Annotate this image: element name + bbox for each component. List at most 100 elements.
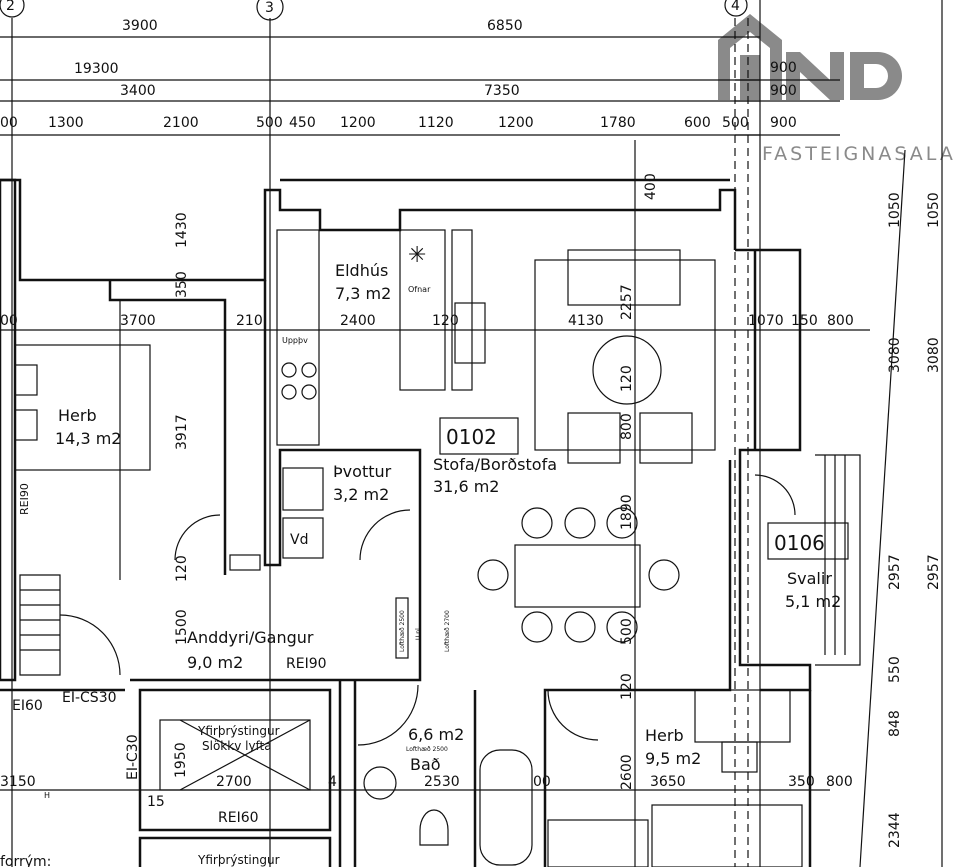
room-herb-14: Herb 14,3 m2 (55, 406, 121, 448)
plan-label: 4 (328, 774, 337, 790)
fan-icon: ✳ (408, 243, 426, 268)
plan-label: Herb (58, 406, 97, 425)
plan-label: Ofnar (408, 285, 431, 294)
room-thvottur: Þvottur 3,2 m2 (333, 462, 392, 504)
plan-label: 800 (827, 313, 854, 329)
plan-label: 6,6 m2 (408, 725, 464, 744)
plan-label: 00 (533, 774, 551, 790)
plan-label: 120 (619, 365, 635, 392)
plan-label: 00 (0, 115, 18, 131)
plan-label: REI60 (218, 810, 259, 826)
plan-label: 2530 (424, 774, 460, 790)
plan-label: Yfirþrýstingur (197, 853, 280, 867)
room-number-0102: 0102 (446, 425, 497, 449)
watermark-letters (786, 52, 844, 100)
plan-label: 14,3 m2 (55, 429, 121, 448)
plan-label: 500 (256, 115, 283, 131)
plan-label: 15 (147, 794, 165, 810)
plan-label: 2400 (340, 313, 376, 329)
plan-label: 450 (289, 115, 316, 131)
room-herb-9: Herb 9,5 m2 (645, 726, 701, 768)
plan-label: 150 (791, 313, 818, 329)
room-anddyri: Anddyri/Gangur 9,0 m2 (187, 628, 314, 672)
plan-label: 3917 (174, 414, 190, 450)
plan-label: 1430 (174, 212, 190, 248)
watermark-logo: FASTEIGNASALA (718, 14, 956, 165)
plan-label: 4130 (568, 313, 604, 329)
plan-label: 19300 (74, 61, 119, 77)
plan-label: 120 (174, 555, 190, 582)
plan-label: Lofthæð 2500 (406, 746, 448, 753)
plan-label: 3150 (0, 774, 36, 790)
plan-label: Uppþv (282, 336, 308, 345)
plan-label: 120 (619, 673, 635, 700)
plan-label: Svalir (787, 569, 832, 588)
plan-label: 3,2 m2 (333, 485, 389, 504)
plan-label: Bað (410, 755, 441, 774)
plan-label: 500 (619, 618, 635, 645)
plan-label: 3 (265, 0, 274, 16)
grid-marker-3: 3 (256, 0, 284, 21)
plan-label: 350 (174, 271, 190, 298)
plan-label: 7350 (484, 83, 520, 99)
plan-label: 2344 (887, 812, 903, 848)
room-bad: Bað 6,6 m2 (408, 725, 464, 774)
plan-label: 1050 (887, 192, 903, 228)
plan-label: 2100 (163, 115, 199, 131)
plan-label: 400 (643, 173, 659, 200)
plan-label: FASTEIGNASALA (762, 143, 956, 165)
plan-label: 2 (6, 0, 15, 14)
plan-label: EI60 (12, 698, 43, 714)
plan-label: Þvottur (333, 462, 392, 481)
plan-label: 4 (731, 0, 740, 14)
plan-label: 2700 (216, 774, 252, 790)
plan-label: Lofthæð 2700 (444, 610, 451, 652)
walls (0, 178, 812, 867)
plan-label: 9,0 m2 (187, 653, 243, 672)
plan-label: 31,6 m2 (433, 477, 499, 496)
furniture (14, 229, 861, 867)
plan-label: REI90 (286, 656, 327, 672)
plan-label: 1890 (619, 494, 635, 530)
plan-label: 5,1 m2 (785, 592, 841, 611)
dimension-labels-bottom: 3150 2530 00 3650 350 800 2700 15 4 (0, 774, 853, 810)
plan-label: 1780 (600, 115, 636, 131)
plan-label: EI-CS30 (62, 690, 117, 706)
plan-label: 900 (770, 115, 797, 131)
plan-label: 1070 (748, 313, 784, 329)
plan-label: 210 (236, 313, 263, 329)
dimension-labels-right: 1050 3080 2957 550 848 2344 1050 3080 29… (887, 192, 942, 848)
plan-label: 1050 (926, 192, 942, 228)
plan-label: forrým: (0, 854, 51, 867)
plan-label: 2257 (619, 284, 635, 320)
grid-marker-4: 4 (724, 0, 748, 17)
plan-label: 1200 (498, 115, 534, 131)
plan-label: Eldhús (335, 261, 388, 280)
plan-label: Lofthæð 2500 (399, 610, 406, 652)
dimension-lines-top (0, 36, 840, 136)
dimension-labels-top: 3900 6850 19300 900 3400 7350 900 00 130… (0, 18, 797, 131)
annotations: REI90 REI90 EI-CS30 EI60 EI-C30 REI60 Yf… (0, 243, 451, 867)
plan-label: 9,5 m2 (645, 749, 701, 768)
grid-marker-2: 2 (0, 0, 25, 18)
room-number-0106: 0106 (774, 531, 825, 555)
plan-label: 1300 (48, 115, 84, 131)
plan-label: H (44, 791, 50, 800)
plan-label: EI-C30 (125, 734, 141, 780)
plan-label: 900 (770, 83, 797, 99)
plan-label: Yfirþrýstingur (197, 724, 280, 738)
room-stofa: 0102 Stofa/Borðstofa 31,6 m2 (433, 417, 557, 496)
dimension-labels-mid: 00 3700 210 2400 120 4130 1070 150 800 (0, 313, 854, 329)
plan-label: Slökkv lyfta (202, 739, 272, 753)
plan-label: 800 (826, 774, 853, 790)
plan-label: Anddyri/Gangur (187, 628, 314, 647)
room-svalir: 0106 Svalir 5,1 m2 (767, 522, 849, 611)
plan-label: 2957 (926, 554, 942, 590)
plan-label: 848 (887, 710, 903, 737)
plan-label: 3700 (120, 313, 156, 329)
plan-label: 3400 (120, 83, 156, 99)
plan-label: 800 (619, 413, 635, 440)
plan-label: 500 (722, 115, 749, 131)
